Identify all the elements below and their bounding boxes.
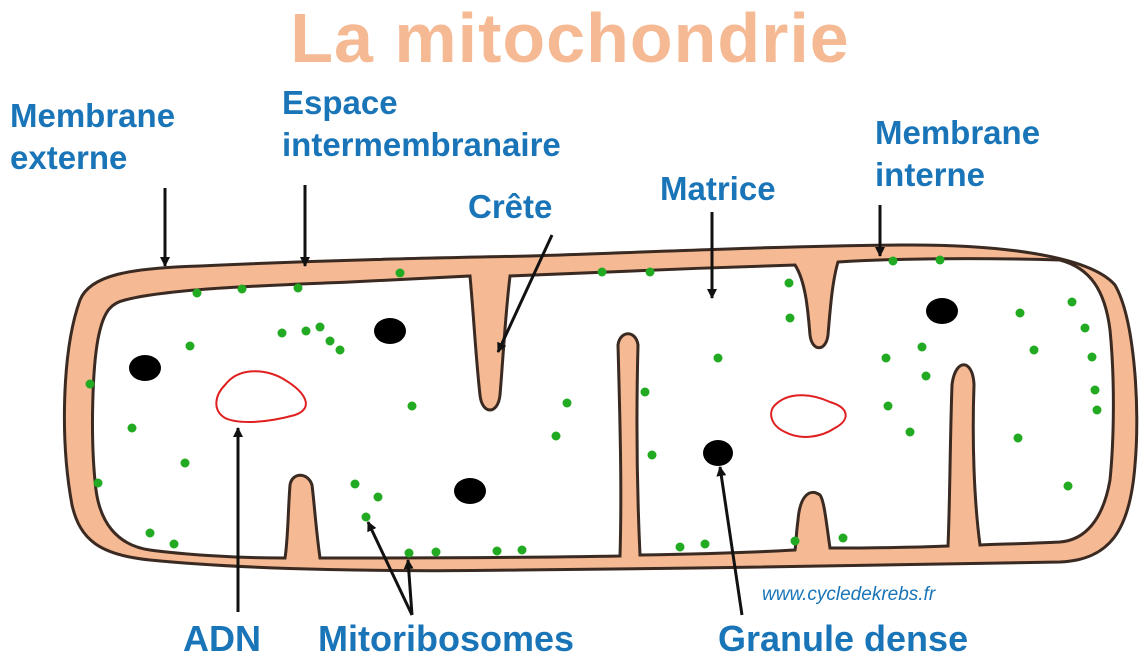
label-espace-line2: intermembranaire bbox=[282, 124, 561, 166]
label-membrane-externe: Membrane externe bbox=[10, 95, 175, 179]
label-membrane-externe-line2: externe bbox=[10, 137, 175, 179]
label-espace-line1: Espace bbox=[282, 82, 561, 124]
label-membrane-interne-line1: Membrane bbox=[875, 112, 1040, 154]
label-membrane-interne: Membrane interne bbox=[875, 112, 1040, 196]
label-granule-dense: Granule dense bbox=[718, 618, 968, 660]
watermark-url: www.cycledekrebs.fr bbox=[762, 584, 935, 606]
label-adn: ADN bbox=[183, 618, 261, 660]
label-membrane-externe-line1: Membrane bbox=[10, 95, 175, 137]
label-espace-intermembranaire: Espace intermembranaire bbox=[282, 82, 561, 166]
label-matrice: Matrice bbox=[660, 168, 776, 210]
label-crete: Crête bbox=[468, 186, 552, 228]
label-membrane-interne-line2: interne bbox=[875, 154, 1040, 196]
label-mitoribosomes: Mitoribosomes bbox=[318, 618, 574, 660]
